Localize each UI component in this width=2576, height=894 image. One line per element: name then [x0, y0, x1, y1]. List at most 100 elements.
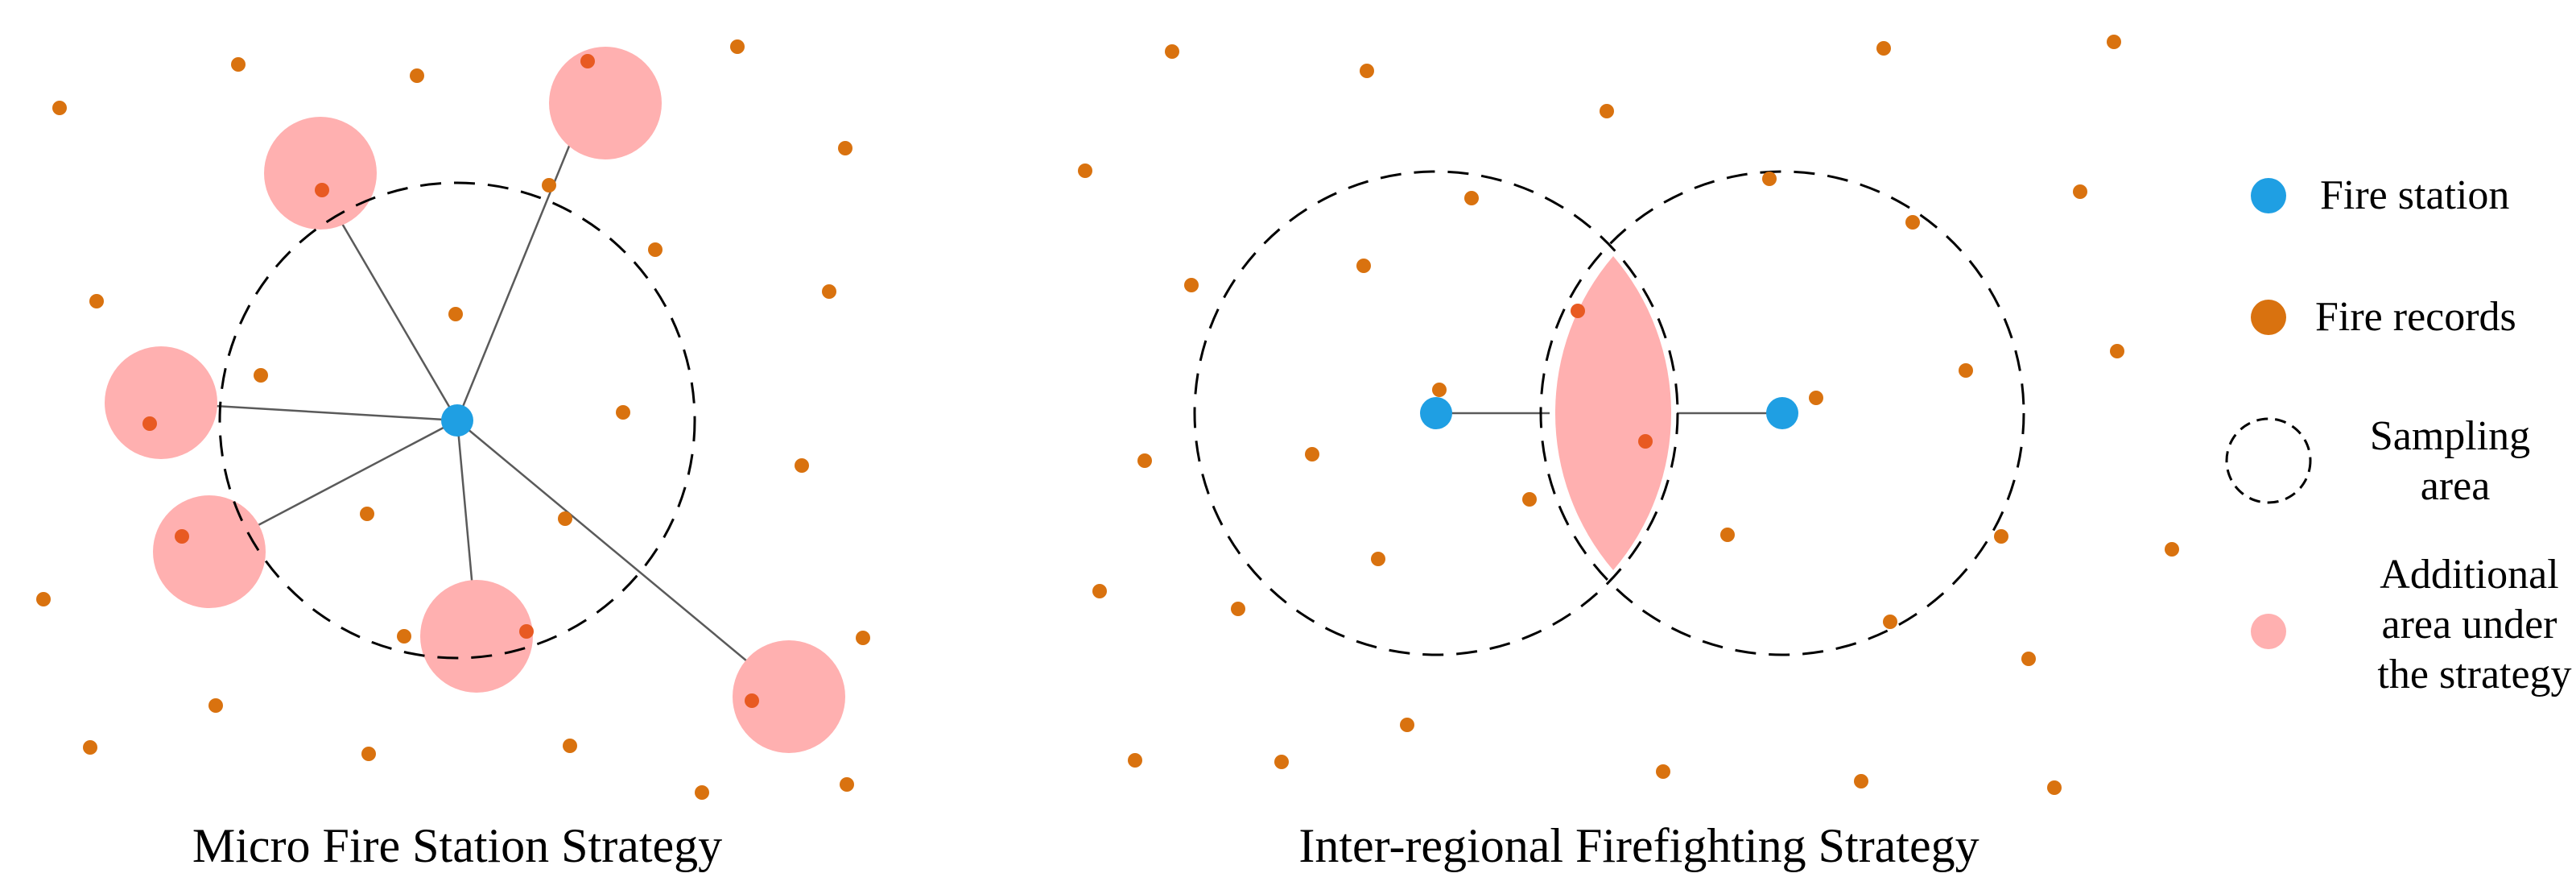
- fire-record-dot: [410, 68, 424, 83]
- fire-records-right: [1078, 35, 2179, 795]
- micro-fire-station-panel: Micro Fire Station Strategy: [36, 39, 870, 872]
- fire-record-dot: [1165, 44, 1179, 59]
- fire-record-dot: [1994, 529, 2008, 544]
- fire-record-dot: [822, 284, 836, 299]
- fire-record-dot: [1092, 584, 1107, 598]
- fire-record-dot: [2107, 35, 2121, 49]
- fire-record-dot: [795, 458, 809, 473]
- fire-record-dot: [361, 747, 376, 761]
- fire-record-dot: [1883, 615, 1897, 629]
- legend-fire-records-swatch: [2251, 300, 2286, 335]
- fire-record-dot: [1371, 552, 1385, 566]
- legend-sampling-area-line-1: Sampling: [2370, 413, 2530, 459]
- fire-record-dot: [1305, 447, 1319, 461]
- fire-records-in-additional-area: [1571, 304, 1653, 449]
- fire-record-dot: [695, 785, 709, 800]
- fire-record-dot: [2047, 780, 2062, 795]
- legend-additional-area-label: Additional area under the strategy: [2377, 552, 2571, 697]
- fire-record-dot: [840, 777, 854, 792]
- additional-area-circle: [264, 117, 377, 230]
- fire-record-dot: [1432, 383, 1447, 397]
- fire-record-dot: [36, 592, 51, 606]
- legend-sampling-area-line-2: area: [2421, 463, 2491, 509]
- fire-record-dot-in-area: [142, 416, 157, 431]
- fire-record-dot: [254, 368, 268, 383]
- fire-station-dot: [441, 404, 473, 437]
- legend-item-fire-records: Fire records: [2251, 294, 2516, 340]
- legend-item-fire-station: Fire station: [2251, 172, 2509, 218]
- fire-record-dot: [1128, 753, 1142, 768]
- additional-area-lens: [1554, 256, 1672, 570]
- fire-records-left: [36, 39, 870, 800]
- fire-records-in-additional-areas: [142, 54, 759, 708]
- fire-record-dot: [1876, 41, 1891, 56]
- fire-record-dot: [2073, 184, 2087, 199]
- fire-record-dot: [231, 57, 246, 72]
- additional-area-circle: [420, 580, 533, 693]
- legend-additional-area-line-1: Additional: [2380, 552, 2558, 598]
- fire-record-dot: [1137, 453, 1152, 468]
- additional-area-circle: [153, 495, 266, 608]
- fire-record-dot: [83, 740, 97, 755]
- additional-area-circle: [733, 640, 845, 753]
- sampling-area-circle-left: [1193, 170, 1679, 656]
- fire-record-dot: [648, 242, 663, 257]
- additional-area-circle: [105, 346, 217, 459]
- fire-record-dot: [2110, 344, 2124, 358]
- fire-record-dot: [1400, 718, 1414, 732]
- fire-record-dot: [542, 178, 556, 192]
- fire-record-dot: [2165, 542, 2179, 557]
- caption-inter-regional: Inter-regional Firefighting Strategy: [1298, 819, 1979, 872]
- fire-record-dot-in-area: [1571, 304, 1585, 318]
- connector-line: [456, 420, 786, 693]
- fire-record-dot: [1184, 278, 1199, 292]
- fire-record-dot: [1360, 64, 1374, 78]
- fire-record-dot: [1905, 215, 1920, 230]
- fire-record-dot: [1959, 363, 1973, 378]
- fire-record-dot: [1464, 191, 1479, 205]
- legend-sampling-area-label: Sampling area: [2370, 413, 2541, 509]
- fire-record-dot: [1720, 528, 1735, 542]
- additional-areas: [105, 47, 845, 753]
- fire-record-dot-in-area: [315, 183, 329, 197]
- fire-record-dot: [360, 507, 374, 521]
- fire-record-dot: [1762, 172, 1777, 186]
- additional-area-circle: [549, 47, 662, 159]
- fire-record-dot: [1656, 764, 1670, 779]
- sampling-area-circle-right: [1539, 170, 2025, 656]
- legend-additional-area-line-3: the strategy: [2377, 652, 2571, 697]
- legend-fire-station-swatch: [2251, 178, 2286, 213]
- fire-record-dot: [448, 307, 463, 321]
- legend-item-sampling-area: Sampling area: [2225, 413, 2541, 509]
- fire-record-dot: [397, 629, 411, 644]
- fire-record-dot: [730, 39, 745, 54]
- legend-additional-area-swatch: [2251, 614, 2286, 649]
- fire-record-dot: [52, 101, 67, 115]
- fire-station-dot-right: [1766, 397, 1798, 429]
- fire-record-dot: [616, 405, 630, 420]
- fire-station-dot-left: [1420, 397, 1452, 429]
- fire-record-dot: [1356, 259, 1371, 273]
- legend-item-additional-area: Additional area under the strategy: [2251, 552, 2572, 697]
- fire-record-dot: [1231, 602, 1245, 616]
- legend: Fire station Fire records Sampling area …: [2225, 172, 2572, 697]
- legend-fire-station-label: Fire station: [2320, 172, 2509, 218]
- fire-record-dot-in-area: [519, 624, 534, 639]
- fire-record-dot: [1809, 391, 1823, 405]
- fire-record-dot: [838, 141, 852, 155]
- connector-line: [456, 100, 589, 421]
- fire-record-dot: [89, 294, 104, 308]
- fire-record-dot: [563, 739, 577, 753]
- fire-record-dot: [1078, 163, 1092, 178]
- legend-fire-records-label: Fire records: [2315, 294, 2516, 340]
- legend-additional-area-line-2: area under: [2382, 602, 2557, 648]
- fire-record-dot: [1600, 104, 1614, 118]
- fire-record-dot: [558, 511, 572, 526]
- connector-line: [320, 188, 459, 421]
- fire-record-dot: [1522, 492, 1537, 507]
- station-connectors: [160, 100, 786, 693]
- legend-sampling-area-swatch: [2225, 417, 2312, 504]
- fire-record-dot-in-area: [1638, 434, 1653, 449]
- inter-regional-panel: Inter-regional Firefighting Strategy: [1078, 35, 2179, 872]
